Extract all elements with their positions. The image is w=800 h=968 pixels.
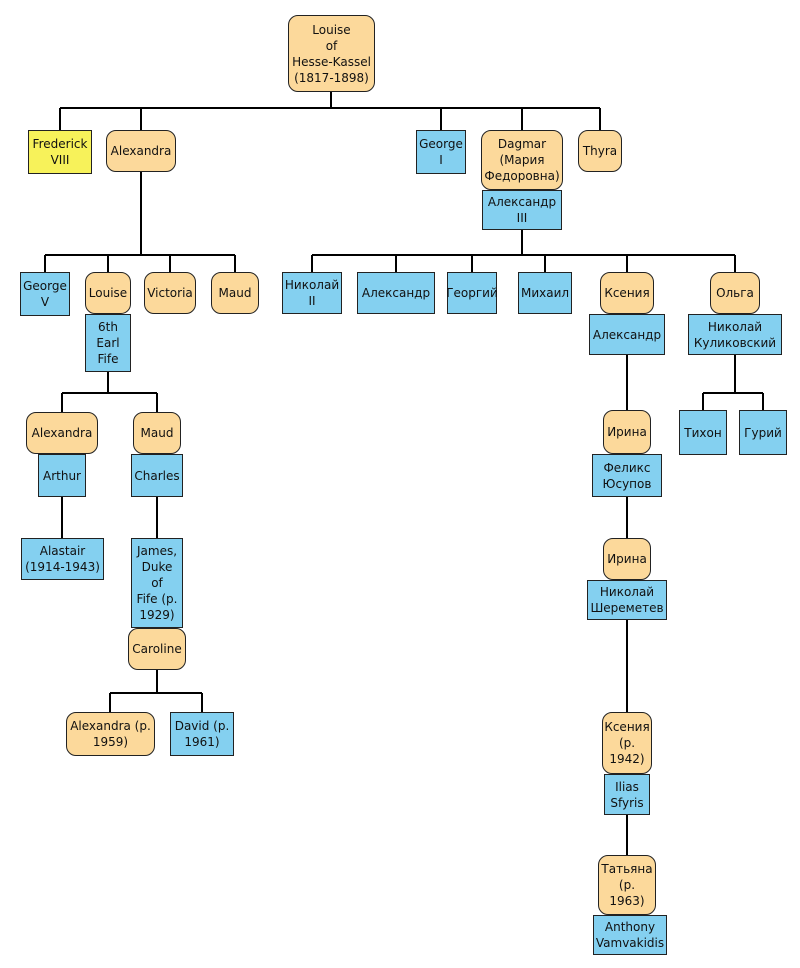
person-alexandra[interactable]: Alexandra (106, 130, 176, 172)
person-james-duke-of-fife[interactable]: James, Duke of Fife (p. 1929) (131, 538, 183, 628)
person-frederick-viii[interactable]: Frederick VIII (28, 130, 92, 174)
person-thyra[interactable]: Thyra (578, 130, 622, 172)
person-mikhail[interactable]: Михаил (518, 272, 572, 314)
person-victoria[interactable]: Victoria (144, 272, 196, 314)
person-nikolai-sheremetev[interactable]: Николай Шереметев (587, 580, 667, 620)
person-nikolai-kulikovsky[interactable]: Николай Куликовский (688, 314, 782, 355)
person-irina[interactable]: Ирина (603, 410, 651, 454)
person-felix-yusupov[interactable]: Феликс Юсупов (592, 454, 662, 497)
person-georgy[interactable]: Георгий (446, 272, 498, 314)
person-tatiana[interactable]: Татьяна (р. 1963) (598, 855, 656, 915)
person-arthur[interactable]: Arthur (38, 454, 86, 497)
person-guriy[interactable]: Гурий (739, 410, 787, 455)
person-nikolai-ii[interactable]: Николай II (282, 272, 342, 314)
person-alastair[interactable]: Alastair (1914-1943) (21, 538, 104, 580)
person-tikhon[interactable]: Тихон (679, 410, 727, 455)
person-maud[interactable]: Maud (211, 272, 259, 314)
person-irina-yusupova[interactable]: Ирина (603, 538, 651, 580)
person-caroline[interactable]: Caroline (128, 628, 186, 670)
person-olga[interactable]: Ольга (710, 272, 760, 314)
person-louise-of-hesse-kassel[interactable]: Louise of Hesse-Kassel (1817-1898) (288, 15, 375, 92)
person-aleksandr[interactable]: Александр (357, 272, 435, 314)
person-anthony-vamvakidis[interactable]: Anthony Vamvakidis (593, 915, 667, 955)
person-aleksandr-mikhailovich[interactable]: Александр (589, 314, 665, 355)
person-dagmar[interactable]: Dagmar (Мария Федоровна) (481, 130, 563, 190)
person-louise[interactable]: Louise (85, 272, 131, 314)
person-ksenia-1942[interactable]: Ксения (р. 1942) (602, 712, 652, 774)
person-maud-countess[interactable]: Maud (133, 412, 181, 454)
person-6th-earl-fife[interactable]: 6th Earl Fife (85, 314, 131, 372)
person-george-i[interactable]: George I (416, 130, 466, 174)
person-alexandra-1959[interactable]: Alexandra (p. 1959) (66, 712, 155, 756)
person-charles[interactable]: Charles (131, 454, 183, 497)
person-david[interactable]: David (p. 1961) (170, 712, 234, 756)
person-alexandra-duchess[interactable]: Alexandra (26, 412, 98, 454)
person-alexander-iii[interactable]: Александр III (482, 190, 562, 230)
person-george-v[interactable]: George V (20, 272, 70, 316)
person-ksenia[interactable]: Ксения (600, 272, 654, 314)
person-ilias-sfyris[interactable]: Ilias Sfyris (604, 774, 650, 815)
